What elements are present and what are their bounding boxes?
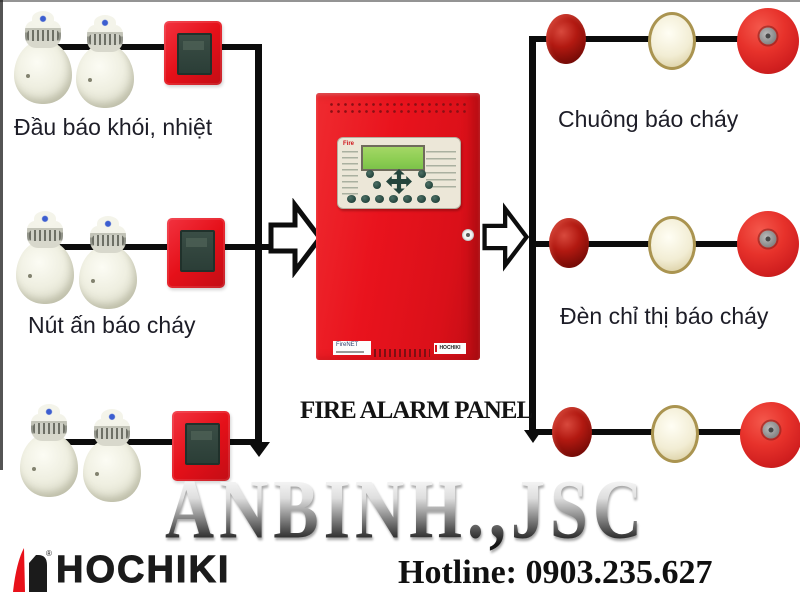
- panel-function-buttons: [347, 195, 453, 203]
- detector-vent-ring: [25, 11, 61, 48]
- image-top-border: [0, 0, 800, 2]
- fire-bell: [737, 8, 799, 74]
- detector-vent-ring: [94, 409, 130, 446]
- hotline-text: Hotline: 0903.235.627: [398, 554, 713, 591]
- panel-led-column-left: [342, 151, 358, 199]
- smoke-detector: [79, 213, 137, 309]
- flow-arrow-right-icon: [482, 202, 530, 272]
- label-fire-bell: Chuông báo cháy: [558, 106, 739, 132]
- label-manual-call-point: Nút ấn báo cháy: [28, 312, 196, 338]
- strobe-lamp: [549, 218, 589, 268]
- detector-vent-ring: [90, 216, 126, 253]
- smoke-detector: [16, 208, 74, 304]
- detector-vent-ring: [27, 211, 63, 248]
- panel-lcd-screen: [361, 145, 425, 171]
- hochiki-brand-text: HOCHIKI: [55, 549, 231, 592]
- panel-navigation-pad: [386, 169, 412, 194]
- manual-call-point: [164, 21, 222, 85]
- label-smoke-heat-detectors: Đầu báo khói, nhiệt: [14, 114, 213, 140]
- panel-button: [425, 181, 433, 189]
- indicator-lamp: [648, 12, 696, 70]
- panel-door-lock: [462, 229, 474, 241]
- strobe-lamp: [546, 14, 586, 64]
- detector-body: [79, 245, 137, 309]
- smoke-detector: [14, 8, 72, 104]
- panel-button: [366, 170, 374, 178]
- smoke-detector: [83, 406, 141, 502]
- wire-left-row3: [46, 439, 258, 445]
- fire-bell: [740, 402, 800, 468]
- panel-vent-holes: [328, 101, 468, 115]
- registered-mark: ®: [46, 549, 52, 558]
- panel-bottom-vents: [374, 349, 430, 357]
- wire-left-row2: [42, 244, 274, 250]
- indicator-lamp: [648, 216, 696, 274]
- hochiki-logo-icon: ®: [13, 548, 52, 592]
- manual-call-point: [172, 411, 230, 481]
- indicator-lamp: [651, 405, 699, 463]
- detector-vent-ring: [31, 404, 67, 441]
- flow-arrow-right-icon: [268, 198, 324, 278]
- panel-control-fascia: Fire: [337, 137, 461, 209]
- wire-left-bus: [255, 44, 262, 444]
- panel-button: [373, 181, 381, 189]
- wire-left-row1: [42, 44, 258, 50]
- detector-body: [76, 44, 134, 108]
- detector-body: [20, 433, 78, 497]
- manual-call-point: [167, 218, 225, 288]
- panel-model-label: FireNET: [333, 341, 371, 355]
- detector-vent-ring: [87, 15, 123, 52]
- company-watermark: ANBINH.,JSC: [165, 461, 647, 556]
- image-left-border: [0, 0, 3, 470]
- smoke-detector: [20, 401, 78, 497]
- detector-body: [16, 240, 74, 304]
- fire-bell: [737, 211, 799, 277]
- panel-brand-label: HOCHIKI: [434, 343, 466, 354]
- smoke-detector: [76, 12, 134, 108]
- detector-body: [83, 438, 141, 502]
- panel-caption: FIRE ALARM PANEL: [300, 397, 533, 424]
- strobe-lamp: [552, 407, 592, 457]
- panel-fire-label: Fire: [343, 141, 355, 147]
- fire-alarm-panel: Fire FireNET HOCHIKI: [316, 93, 480, 360]
- arrow-down-icon: [524, 430, 542, 443]
- label-indicator-light: Đèn chỉ thị báo cháy: [560, 303, 769, 329]
- panel-button: [418, 170, 426, 178]
- wire-right-bus: [529, 36, 536, 432]
- detector-body: [14, 40, 72, 104]
- arrow-down-icon: [248, 442, 270, 457]
